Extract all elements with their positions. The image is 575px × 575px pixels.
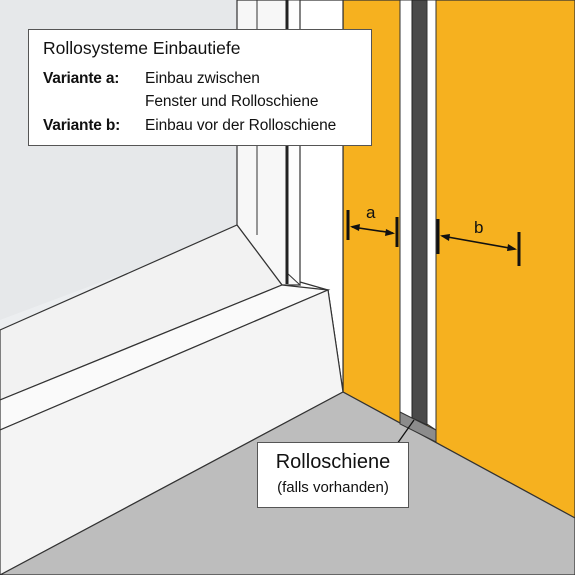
rail-title: Rolloschiene bbox=[275, 451, 391, 473]
info-box: Rollosysteme Einbautiefe Variante a: Ein… bbox=[28, 29, 372, 146]
dimension-b: b bbox=[436, 218, 521, 266]
dimension-a: a bbox=[346, 203, 399, 247]
variant-a-label: Variante a: bbox=[43, 70, 120, 87]
rail-left-flange bbox=[399, 0, 413, 421]
dimension-b-label: b bbox=[474, 218, 483, 237]
rail-foot bbox=[399, 411, 437, 443]
variant-a-line2: Fenster und Rolloschiene bbox=[145, 93, 319, 110]
dimension-a-label: a bbox=[366, 203, 376, 222]
rail-pointer bbox=[396, 419, 415, 445]
rail-subtitle: (falls vorhanden) bbox=[277, 479, 389, 496]
info-title: Rollosysteme Einbautiefe bbox=[43, 38, 241, 58]
rail-label-box: Rolloschiene (falls vorhanden) bbox=[257, 442, 409, 508]
rail-right-flange bbox=[426, 0, 437, 431]
rail-channel bbox=[411, 0, 428, 426]
variant-b-label: Variante b: bbox=[43, 117, 121, 134]
variant-b-text: Einbau vor der Rolloschiene bbox=[145, 117, 337, 134]
variant-a-line1: Einbau zwischen bbox=[145, 70, 260, 87]
